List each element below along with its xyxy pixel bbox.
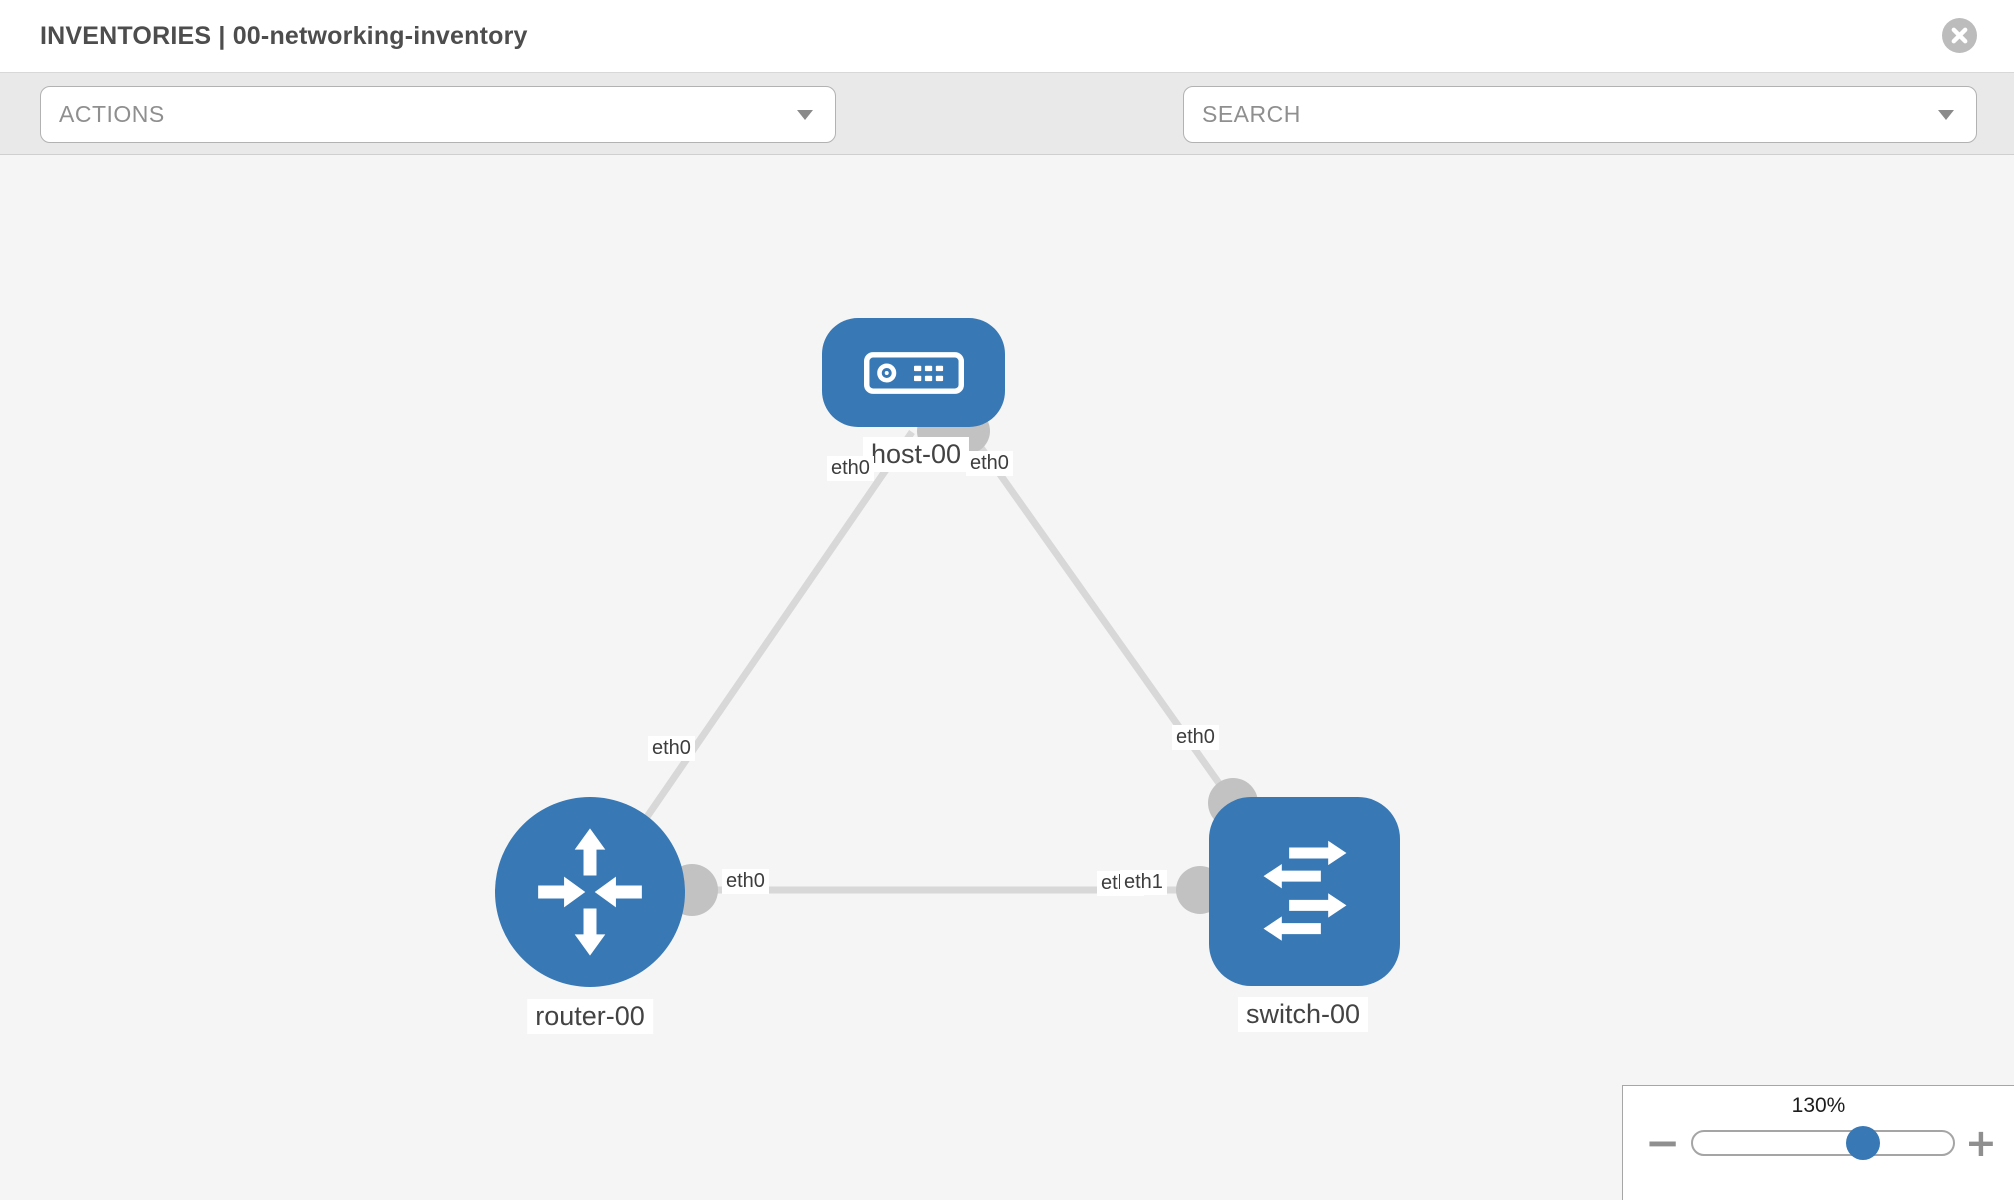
- zoom-slider-track[interactable]: [1691, 1130, 1955, 1156]
- search-dropdown[interactable]: SEARCH: [1183, 86, 1977, 143]
- zoom-control-panel: 130% − +: [1622, 1085, 2014, 1200]
- link-host-router[interactable]: [595, 430, 915, 890]
- router-icon: [538, 828, 642, 956]
- zoom-in-button[interactable]: +: [1965, 1121, 1997, 1165]
- node-router-00[interactable]: [495, 797, 685, 987]
- search-dropdown-label: SEARCH: [1202, 101, 1301, 127]
- links-layer: [595, 407, 1302, 916]
- toolbar: ACTIONS SEARCH: [0, 72, 2014, 201]
- node-label-switch: switch-00: [1237, 997, 1369, 1032]
- topology-canvas: host-00 router-00 switch-00 eth0 eth0 et…: [0, 155, 2014, 1200]
- panel-header: INVENTORIES | 00-networking-inventory: [0, 0, 2014, 72]
- actions-dropdown-label: ACTIONS: [59, 101, 165, 127]
- iface-label-host-right: eth0: [966, 451, 1013, 476]
- iface-label-host-left: eth0: [827, 456, 874, 481]
- iface-label-switch-left: eth1: [1120, 870, 1167, 895]
- node-label-router: router-00: [527, 999, 653, 1034]
- node-label-host: host-00: [862, 437, 970, 472]
- zoom-slider-handle[interactable]: [1846, 1126, 1880, 1160]
- close-button[interactable]: [1942, 18, 1977, 53]
- page-title: INVENTORIES | 00-networking-inventory: [40, 22, 528, 50]
- chevron-down-icon: [797, 110, 813, 120]
- chevron-down-icon: [1938, 110, 1954, 120]
- node-switch-00[interactable]: [1209, 797, 1400, 986]
- node-host-00[interactable]: [822, 318, 1005, 427]
- iface-label-switch-uplink: eth0: [1172, 725, 1219, 750]
- zoom-out-button[interactable]: −: [1645, 1118, 1681, 1167]
- zoom-level-value: 130%: [1791, 1094, 1846, 1117]
- iface-label-router-uplink: eth0: [648, 736, 695, 761]
- switch-icon: [1263, 840, 1346, 941]
- actions-dropdown[interactable]: ACTIONS: [40, 86, 836, 143]
- close-icon: [1951, 27, 1968, 44]
- iface-label-router-right: eth0: [722, 869, 769, 894]
- host-icon: [863, 351, 964, 394]
